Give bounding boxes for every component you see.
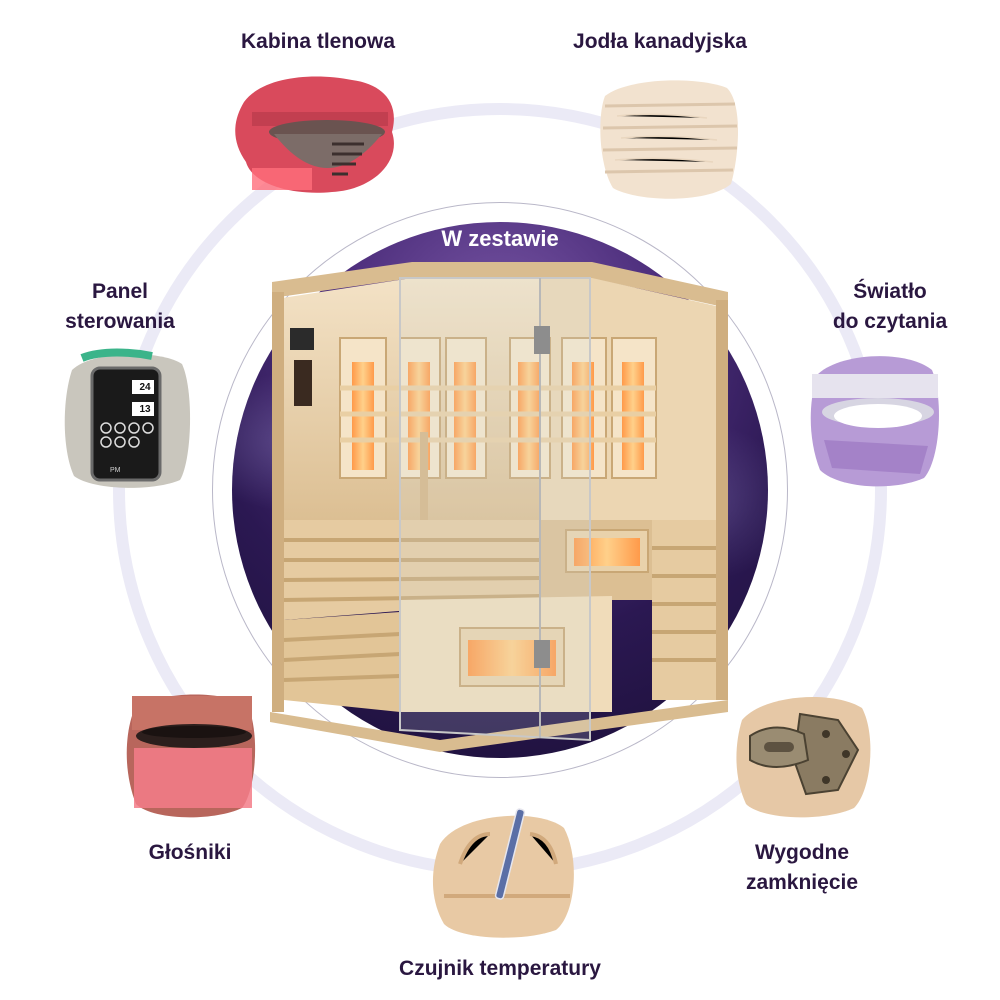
wood-grain-icon xyxy=(597,76,742,204)
control-panel-icon: PM xyxy=(62,348,192,490)
thermometer-icon xyxy=(430,804,580,939)
panel-time-readout: 13 xyxy=(139,404,151,415)
label-convenient-latch: Wygodne zamknięcie xyxy=(745,841,859,894)
label-control-panel: Panel sterowania xyxy=(65,280,175,333)
inner-ring xyxy=(212,202,788,778)
label-canadian-fir: Jodła kanadyjska xyxy=(573,30,747,53)
included-heading: W zestawie xyxy=(441,226,559,251)
label-speakers: Głośniki xyxy=(148,841,232,864)
oxygen-vent-icon xyxy=(232,72,402,197)
label-oxygen-cabin: Kabina tlenowa xyxy=(240,30,396,53)
latch-icon xyxy=(734,690,874,820)
label-reading-light: Światło do czytania xyxy=(832,280,948,333)
panel-brand: PM xyxy=(110,467,121,474)
label-temperature-sensor: Czujnik temperatury xyxy=(399,957,601,980)
speaker-icon xyxy=(124,690,259,820)
reading-light-icon xyxy=(808,350,943,490)
panel-temp-readout: 24 xyxy=(139,382,151,393)
